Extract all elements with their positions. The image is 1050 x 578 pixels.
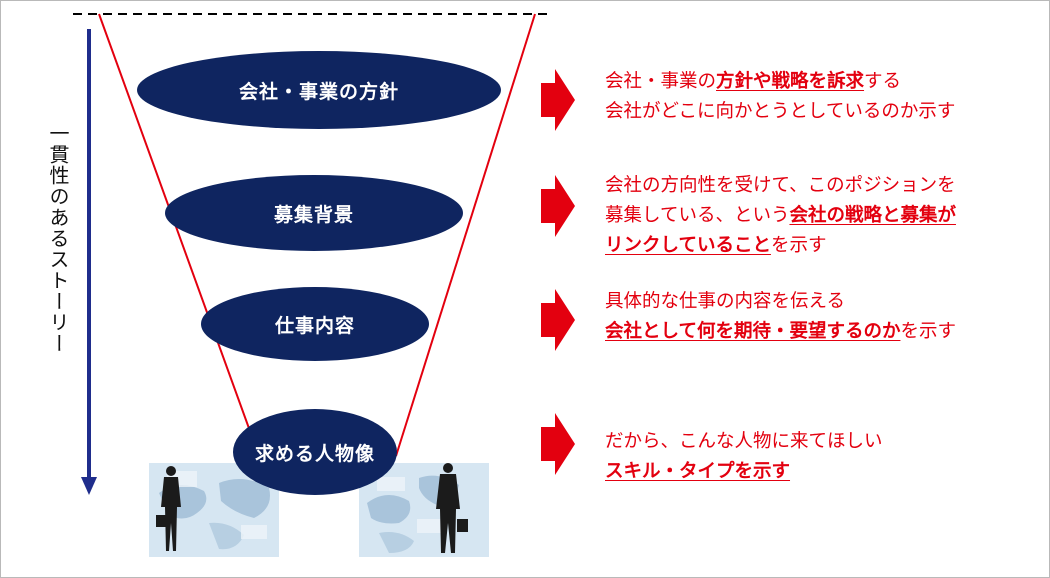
description-emphasis: スキル・タイプを示す — [605, 461, 791, 482]
description-text: 具体的な仕事の内容を伝える — [605, 291, 845, 312]
description-line: 会社として何を期待・要望するのかを示す — [605, 317, 956, 347]
level-oval-ideal-candidate: 求める人物像 — [233, 409, 397, 495]
level-label: 仕事内容 — [274, 314, 355, 337]
description-line: 会社の方向性を受けて、このポジションを — [605, 171, 956, 201]
description-emphasis: 会社の戦略と募集が — [789, 205, 956, 226]
description-emphasis: 方針や戦略を訴求 — [716, 71, 865, 92]
description-job-content: 具体的な仕事の内容を伝える会社として何を期待・要望するのかを示す — [605, 287, 956, 347]
description-recruitment-background: 会社の方向性を受けて、このポジションを募集している、という会社の戦略と募集がリン… — [605, 171, 956, 261]
description-ideal-candidate: だから、こんな人物に来てほしいスキル・タイプを示す — [605, 427, 883, 487]
description-emphasis: 会社として何を期待・要望するのか — [605, 321, 901, 342]
description-line: 会社がどこに向かとうとしているのか示す — [605, 97, 955, 127]
story-arrow-head — [81, 477, 97, 495]
description-emphasis: リンクしていること — [605, 235, 771, 256]
description-line: 募集している、という会社の戦略と募集が — [605, 201, 956, 231]
level-label: 募集背景 — [273, 203, 354, 226]
level-label: 求める人物像 — [254, 442, 375, 465]
description-text: を示す — [900, 321, 956, 342]
story-label: 一貫性のあるストーリー — [46, 123, 70, 354]
description-text: 会社の方向性を受けて、このポジションを — [605, 175, 956, 196]
level-label: 会社・事業の方針 — [238, 80, 399, 103]
level-oval-company-policy: 会社・事業の方針 — [137, 51, 501, 129]
red-arrow-icon — [541, 289, 575, 351]
description-company-policy: 会社・事業の方針や戦略を訴求する会社がどこに向かとうとしているのか示す — [605, 67, 955, 127]
description-line: 会社・事業の方針や戦略を訴求する — [605, 67, 955, 97]
description-text: 会社がどこに向かとうとしているのか示す — [605, 101, 956, 122]
level-oval-job-content: 仕事内容 — [201, 287, 429, 361]
description-text: 会社・事業の — [605, 71, 717, 92]
red-arrow-icon — [541, 69, 575, 131]
funnel-left-line — [98, 13, 260, 457]
woman-silhouette-photo — [149, 463, 279, 561]
description-line: だから、こんな人物に来てほしい — [605, 427, 883, 457]
description-text: 募集している、という — [605, 205, 790, 226]
description-line: スキル・タイプを示す — [605, 457, 883, 487]
description-line: 具体的な仕事の内容を伝える — [605, 287, 956, 317]
funnel-right-line — [395, 13, 536, 457]
description-text: を示す — [770, 235, 827, 256]
description-line: リンクしていることを示す — [605, 231, 956, 261]
level-oval-recruitment-background: 募集背景 — [165, 175, 463, 251]
description-text: だから、こんな人物に来てほしい — [605, 431, 883, 452]
man-silhouette-photo — [359, 463, 489, 561]
description-text: する — [864, 71, 902, 92]
red-arrow-icon — [541, 413, 575, 475]
red-arrow-icon — [541, 175, 575, 237]
